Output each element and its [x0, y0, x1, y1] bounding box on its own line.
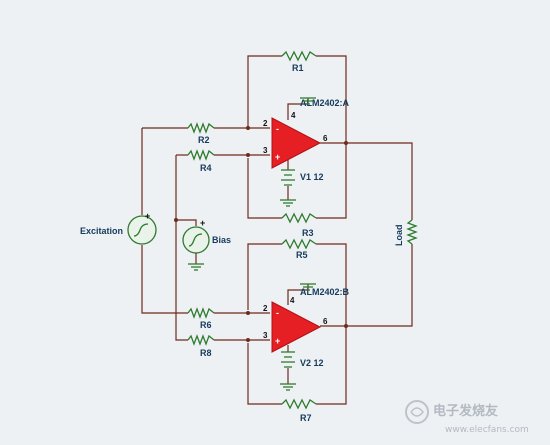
wires [141, 55, 413, 405]
opamp-a-label: ALM2402:A [300, 98, 350, 108]
battery-v1: V1 12 [281, 169, 324, 186]
svg-text:6: 6 [323, 317, 328, 326]
resistor-r8: R8 [187, 334, 215, 358]
r5-label: R5 [296, 250, 308, 260]
watermark-title: 电子发烧友 [433, 403, 498, 419]
r1-label: R1 [292, 63, 304, 73]
resistor-r3: R3 [281, 212, 317, 238]
r6-label: R6 [200, 320, 212, 330]
svg-text:-: - [276, 124, 279, 134]
resistor-r2: R2 [187, 122, 215, 145]
battery-v2: V2 12 [281, 351, 324, 368]
watermark-logo: 电子发烧友 www.elecfans.com [405, 400, 529, 435]
v2-label: V2 12 [300, 358, 324, 368]
ground-icon [300, 97, 316, 105]
svg-text:2: 2 [263, 304, 268, 313]
junction-dots [174, 126, 348, 342]
load-label: Load [394, 225, 404, 247]
excitation-label: Excitation [80, 226, 123, 236]
ground-icon [280, 199, 296, 207]
watermark-url: www.elecfans.com [445, 425, 529, 435]
opamp-a: - + 2 3 6 4 ALM2402:A [263, 98, 350, 169]
r3-label: R3 [302, 228, 314, 238]
svg-text:3: 3 [263, 331, 268, 340]
resistor-r1: R1 [281, 50, 317, 73]
resistor-r7: R7 [281, 398, 317, 423]
svg-text:+: + [275, 336, 280, 346]
r4-label: R4 [200, 163, 212, 173]
r7-label: R7 [300, 413, 312, 423]
resistor-load: Load [394, 219, 418, 247]
v1-label: V1 12 [300, 172, 324, 182]
svg-text:+: + [275, 152, 280, 162]
opamp-b-label: ALM2402:B [300, 287, 350, 297]
resistor-r5: R5 [281, 238, 317, 260]
excitation-source: + Excitation [80, 211, 157, 245]
r2-label: R2 [198, 135, 210, 145]
bias-label: Bias [212, 235, 231, 245]
opamp-b: - + 2 3 6 4 ALM2402:B [263, 287, 350, 353]
svg-text:2: 2 [263, 119, 268, 128]
resistor-r6: R6 [187, 307, 215, 330]
svg-text:6: 6 [323, 134, 328, 143]
r8-label: R8 [200, 348, 212, 358]
ground-icon [300, 283, 316, 291]
svg-text:3: 3 [263, 146, 268, 155]
svg-text:4: 4 [290, 296, 295, 305]
svg-text:+: + [200, 218, 205, 228]
svg-text:4: 4 [291, 111, 296, 120]
svg-text:-: - [276, 308, 279, 318]
ground-icon [280, 383, 296, 391]
svg-text:+: + [145, 211, 150, 221]
bias-source: + Bias [182, 218, 231, 271]
resistor-r4: R4 [187, 149, 215, 173]
